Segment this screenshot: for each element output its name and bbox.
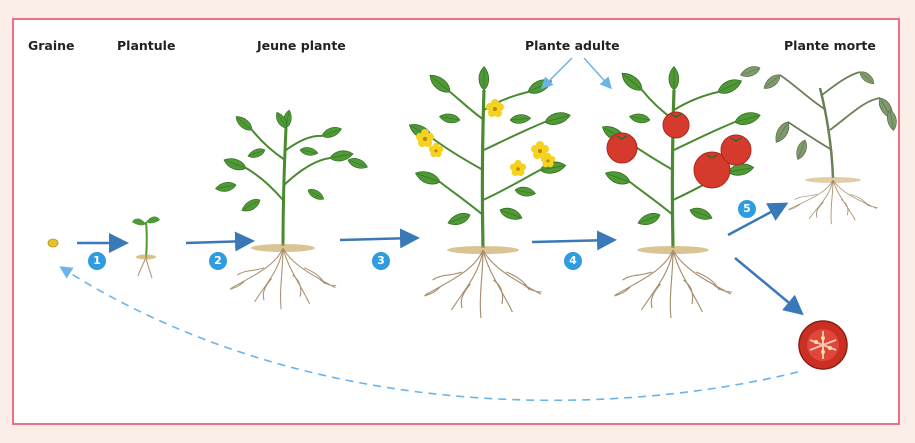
step-badge-2: 2 (209, 252, 227, 270)
label-plantule: Plantule (117, 38, 175, 53)
adult-plant-fruiting (600, 67, 762, 318)
dead-plant (739, 64, 898, 224)
step-badge-5: 5 (738, 200, 756, 218)
seedling (132, 217, 160, 279)
label-plante-adulte: Plante adulte (525, 38, 620, 53)
label-jeune-plante: Jeune plante (257, 38, 346, 53)
tomato-cross-section (799, 321, 847, 369)
stage-arrows (62, 58, 800, 400)
young-plant (215, 109, 369, 309)
seed (48, 239, 58, 247)
adult-plant-flowering (407, 67, 572, 318)
step-badge-4: 4 (564, 252, 582, 270)
step-badge-3: 3 (372, 252, 390, 270)
label-plante-morte: Plante morte (784, 38, 876, 53)
label-graine: Graine (28, 38, 75, 53)
step-badge-1: 1 (88, 252, 106, 270)
